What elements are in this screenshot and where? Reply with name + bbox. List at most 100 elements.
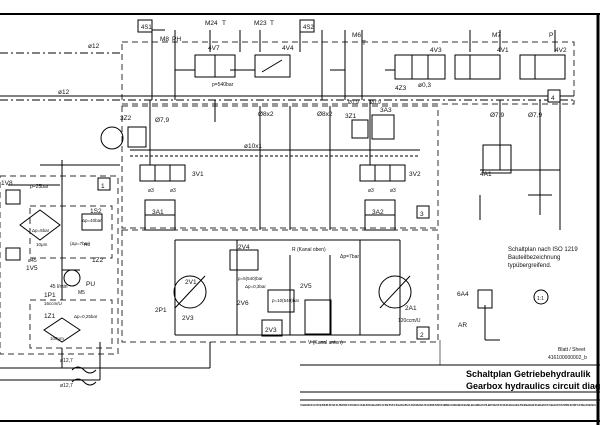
label-t2: T bbox=[270, 20, 274, 27]
title-text: Blatt / Sheet 416100000002_b Schaltplan … bbox=[300, 347, 600, 407]
label-2a1: 2A1 bbox=[405, 305, 417, 312]
label-e3d: ø3 bbox=[390, 188, 396, 194]
label-ccmu: 16ccm/U bbox=[44, 301, 62, 306]
label-d79c: Ø7,9 bbox=[370, 100, 381, 106]
label-2v5: 2V5 bbox=[300, 283, 312, 290]
boundary-2 bbox=[121, 229, 439, 343]
label-3v2: 3V2 bbox=[409, 171, 421, 178]
label-m5: M5 bbox=[78, 290, 85, 296]
boundary-3 bbox=[121, 105, 439, 229]
sheet-frame bbox=[0, 13, 600, 425]
note-block: Schaltplan nach ISO 1219 Bauteilbezeichn… bbox=[508, 247, 578, 269]
section-markers bbox=[97, 89, 561, 340]
label-e10x1: ø10x1 bbox=[244, 143, 262, 150]
label-4v7: 4V7 bbox=[208, 45, 220, 52]
label-box3: 3 bbox=[420, 211, 424, 218]
label-box2: 2 bbox=[420, 332, 424, 339]
component-labels: 4S1 4S2 M24 T M23 T M8 PH M6 T M7 P 4V7 … bbox=[1, 20, 567, 389]
filter-1s2 bbox=[19, 209, 61, 241]
label-r4: R4 bbox=[84, 242, 90, 247]
title-block bbox=[300, 340, 600, 401]
title-german: Schaltplan Getriebehydraulik bbox=[466, 369, 592, 379]
label-2v1: 2V1 bbox=[185, 279, 197, 286]
components bbox=[5, 19, 566, 386]
label-e127b: ø12,7 bbox=[60, 383, 73, 389]
label-p1: P bbox=[549, 32, 553, 39]
label-p25: p=25bar bbox=[30, 184, 49, 190]
pipework bbox=[0, 29, 574, 381]
label-dp5: Δp=5bar bbox=[32, 228, 50, 233]
label-3a1: 3A1 bbox=[152, 209, 164, 216]
note-line-2: Bauteilbezeichnung bbox=[508, 255, 560, 261]
boundary-1 bbox=[0, 175, 119, 355]
label-t3: T bbox=[362, 40, 366, 47]
pump-3z2 bbox=[127, 126, 147, 148]
valve-4v4 bbox=[254, 54, 291, 78]
scale-circle bbox=[533, 289, 549, 305]
label-1s2: 1S2 bbox=[90, 208, 102, 215]
pressure-switch-4s2 bbox=[299, 19, 315, 33]
label-4z3: 4Z3 bbox=[395, 85, 407, 92]
label-pu: PU bbox=[86, 281, 95, 288]
label-2v4: 2V4 bbox=[238, 244, 250, 251]
label-p10: p=10(540)bar bbox=[272, 298, 300, 303]
label-dp025: Δp=0,25bar bbox=[74, 314, 98, 319]
component-3a3 bbox=[371, 114, 395, 140]
drawing-number: 416100000002_b bbox=[548, 355, 587, 361]
label-m23: M23 bbox=[254, 20, 267, 27]
valve-2v3-mid bbox=[261, 319, 283, 337]
valve-1v8 bbox=[5, 189, 21, 205]
valve-2v6 bbox=[267, 289, 295, 313]
label-3a3: 3A3 bbox=[380, 107, 392, 114]
valve-4v1 bbox=[454, 54, 501, 80]
label-p5: p=5(540)bar bbox=[238, 276, 263, 281]
cylinder-4a1 bbox=[482, 144, 512, 174]
label-dp3: Δp=0,3bar bbox=[245, 284, 266, 289]
motor-2a1 bbox=[378, 275, 412, 309]
valve-3v1 bbox=[139, 164, 186, 182]
spring-6a4 bbox=[477, 289, 493, 309]
label-2v3: 2V3 bbox=[182, 315, 194, 322]
label-6a4: 6A4 bbox=[457, 291, 469, 298]
label-d79d: Ø7,9 bbox=[490, 112, 504, 119]
label-3a2: 3A2 bbox=[372, 209, 384, 216]
label-e12a: ø12 bbox=[88, 43, 100, 50]
boundary-4 bbox=[121, 41, 575, 105]
label-3z2: 3Z2 bbox=[120, 115, 132, 122]
label-box1: 1 bbox=[101, 183, 105, 190]
label-c10: 10μm bbox=[36, 242, 48, 247]
label-4s1: 4S1 bbox=[141, 25, 152, 31]
component-3z1 bbox=[351, 119, 369, 139]
label-t1: T bbox=[222, 20, 226, 27]
label-vkanal: V (Kanal unten) bbox=[308, 340, 343, 346]
label-um100: 100μm bbox=[50, 336, 64, 341]
label-m24: M24 bbox=[205, 20, 218, 27]
label-d79b: Ø7,9 bbox=[348, 100, 359, 106]
label-ar: AR bbox=[458, 322, 467, 329]
valve-2v4 bbox=[229, 249, 259, 271]
valve-4v3 bbox=[394, 54, 446, 80]
label-ph: PH bbox=[172, 36, 181, 43]
label-dp7: (Δp=7bar) bbox=[70, 241, 91, 246]
pump-2p1 bbox=[173, 275, 207, 309]
label-4s2: 4S2 bbox=[303, 25, 314, 31]
sheet-label: Blatt / Sheet bbox=[558, 347, 586, 353]
label-4a1: 4A1 bbox=[480, 171, 492, 178]
title-english: Gearbox hydraulics circuit diagram bbox=[466, 381, 600, 391]
gauge-1z2 bbox=[81, 213, 103, 231]
label-lmin: 45 l/min bbox=[50, 284, 68, 290]
pressure-switch-4s1 bbox=[137, 19, 153, 33]
valve-3v2 bbox=[359, 164, 406, 182]
label-m8: M8 bbox=[160, 36, 169, 43]
label-4v2: 4V2 bbox=[555, 47, 567, 54]
label-4v3: 4V3 bbox=[430, 47, 442, 54]
label-2v3b: 2V3 bbox=[265, 327, 277, 334]
label-d8x2b: Ø8x2 bbox=[317, 111, 333, 118]
label-circ: 1:1 bbox=[537, 296, 544, 302]
label-m6: M6 bbox=[352, 32, 361, 39]
filter-1z1 bbox=[43, 317, 81, 343]
pump-1p1 bbox=[63, 269, 81, 287]
label-e3c: ø3 bbox=[368, 188, 374, 194]
